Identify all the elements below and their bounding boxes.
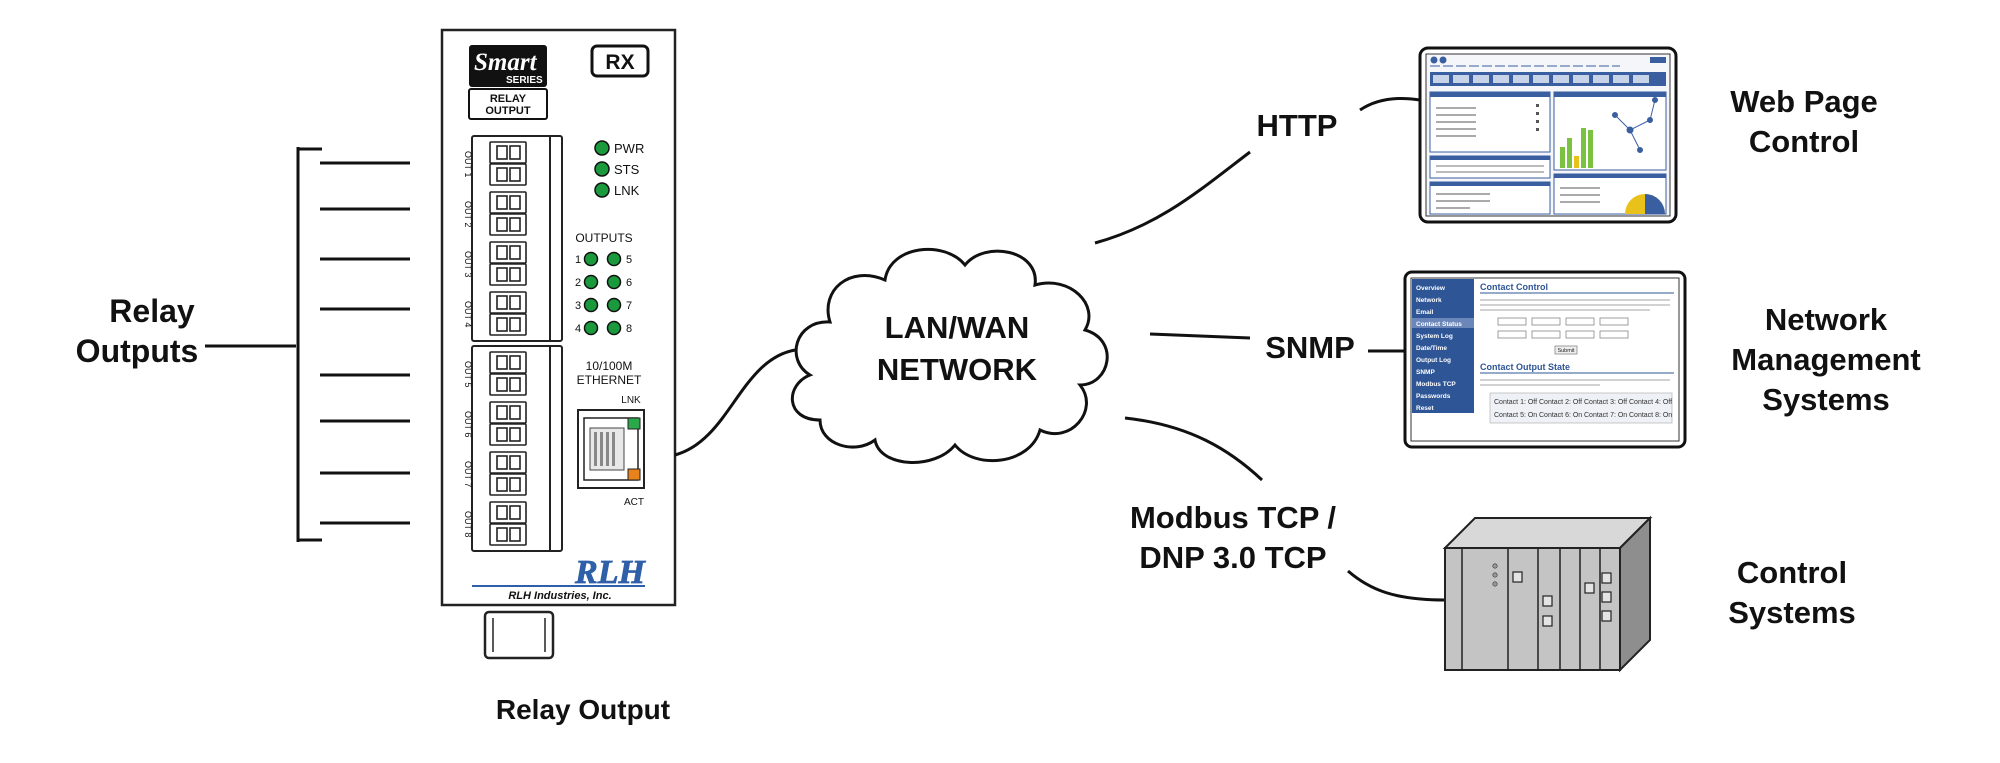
svg-text:Contact 8: On: Contact 8: On (1629, 412, 1672, 419)
protocol-modbus-line2: DNP 3.0 TCP (1139, 540, 1326, 575)
model-badge: RX (590, 44, 650, 78)
svg-text:Contact 1: Off: Contact 1: Off (1494, 399, 1537, 406)
web-network-graph (1612, 97, 1658, 153)
output-bracket (205, 147, 410, 542)
web-page-control-line1: Web Page (1730, 84, 1878, 119)
ethernet-port (577, 409, 645, 489)
protocol-modbus-line1: Modbus TCP / (1130, 500, 1336, 535)
svg-text:Passwords: Passwords (1416, 393, 1451, 400)
terminal-label-out7: OUT 7 (463, 461, 473, 487)
svg-text:Reset: Reset (1416, 405, 1435, 412)
terminal-label-out5: OUT 5 (463, 361, 473, 387)
nms-title-output-state: Contact Output State (1480, 362, 1570, 372)
svg-text:Contact 7: On: Contact 7: On (1584, 412, 1627, 419)
port-lnk-label: LNK (621, 395, 641, 406)
protocol-snmp: SNMP (1265, 330, 1355, 365)
ethernet-label-line2: ETHERNET (577, 373, 642, 387)
terminal-label-out6: OUT 6 (463, 411, 473, 437)
svg-text:Modbus TCP: Modbus TCP (1416, 381, 1456, 388)
terminal-blocks (471, 135, 563, 552)
terminal-screws (489, 141, 527, 546)
port-act-label: ACT (624, 497, 644, 508)
web-bar-chart (1560, 128, 1593, 168)
led-label-lnk: LNK (614, 183, 640, 198)
svg-text:System Log: System Log (1416, 333, 1453, 340)
web-page-tablet (1418, 46, 1678, 224)
web-page-control-line2: Control (1749, 124, 1859, 159)
nms-label-line2: Management (1731, 342, 1920, 377)
relay-outputs-label-line1: Relay (109, 293, 195, 329)
output-number-3: 3 (575, 300, 581, 312)
output-leds (583, 251, 622, 336)
svg-text:Contact 4: Off: Contact 4: Off (1629, 399, 1672, 406)
led-label-pwr: PWR (614, 141, 644, 156)
svg-text:Contact 2: Off: Contact 2: Off (1539, 399, 1582, 406)
control-systems-line2: Systems (1728, 595, 1856, 630)
output-number-6: 6 (626, 277, 632, 289)
nms-label-line1: Network (1765, 302, 1888, 337)
relay-output-badge: RELAY OUTPUT (468, 88, 548, 120)
nms-title-contact-control: Contact Control (1480, 282, 1548, 292)
svg-text:OUTPUT: OUTPUT (485, 105, 531, 117)
network-label-line1: LAN/WAN (885, 310, 1030, 345)
output-number-4: 4 (575, 323, 581, 335)
output-number-8: 8 (626, 323, 632, 335)
led-label-sts: STS (614, 162, 640, 177)
svg-text:Contact Status: Contact Status (1416, 321, 1462, 328)
outputs-heading: OUTPUTS (575, 231, 632, 245)
svg-text:Contact 5: On: Contact 5: On (1494, 412, 1537, 419)
svg-text:Overview: Overview (1416, 285, 1446, 292)
nms-submit-button: Submit (1557, 348, 1575, 354)
terminal-label-out1: OUT 1 (463, 151, 473, 177)
terminal-label-out3: OUT 3 (463, 251, 473, 277)
nms-label-line3: Systems (1762, 382, 1890, 417)
nms-menu: Overview Network Email Contact Status Sy… (1412, 285, 1474, 412)
output-number-1: 1 (575, 254, 581, 266)
output-number-5: 5 (626, 254, 632, 266)
nms-contact-states: Contact 1: Off Contact 2: Off Contact 3:… (1494, 399, 1672, 419)
svg-text:RX: RX (605, 51, 634, 74)
device-caption: Relay Output (496, 694, 670, 725)
svg-text:SERIES: SERIES (506, 75, 543, 86)
nms-tablet: Overview Network Email Contact Status Sy… (1403, 270, 1687, 449)
plc-control-system (1442, 515, 1653, 673)
rlh-logo: RLH (472, 554, 647, 591)
svg-text:Date/Time: Date/Time (1416, 345, 1447, 352)
control-systems-line1: Control (1737, 555, 1847, 590)
svg-text:Contact 3: Off: Contact 3: Off (1584, 399, 1627, 406)
relay-outputs-label-line2: Outputs (76, 333, 199, 369)
svg-text:Email: Email (1416, 309, 1434, 316)
status-leds (594, 140, 610, 198)
svg-text:Contact 6: On: Contact 6: On (1539, 412, 1582, 419)
svg-text:SNMP: SNMP (1416, 369, 1435, 376)
terminal-label-out4: OUT 4 (463, 301, 473, 327)
svg-text:Output Log: Output Log (1416, 357, 1451, 364)
svg-text:Network: Network (1416, 297, 1442, 304)
protocol-http: HTTP (1257, 108, 1338, 143)
svg-text:Smart: Smart (474, 49, 538, 76)
smart-series-logo: Smart SERIES (469, 45, 547, 87)
output-number-2: 2 (575, 277, 581, 289)
svg-text:RELAY: RELAY (490, 93, 527, 105)
ethernet-label-line1: 10/100M (586, 359, 633, 373)
relay-output-device: Smart SERIES RELAY OUTPUT RX (440, 28, 677, 660)
output-number-7: 7 (626, 300, 632, 312)
network-label-line2: NETWORK (877, 352, 1038, 387)
network-cloud (791, 247, 1109, 464)
terminal-label-out2: OUT 2 (463, 201, 473, 227)
company-name: RLH Industries, Inc. (508, 590, 611, 602)
connection-lines (674, 96, 1446, 602)
terminal-label-out8: OUT 8 (463, 511, 473, 537)
